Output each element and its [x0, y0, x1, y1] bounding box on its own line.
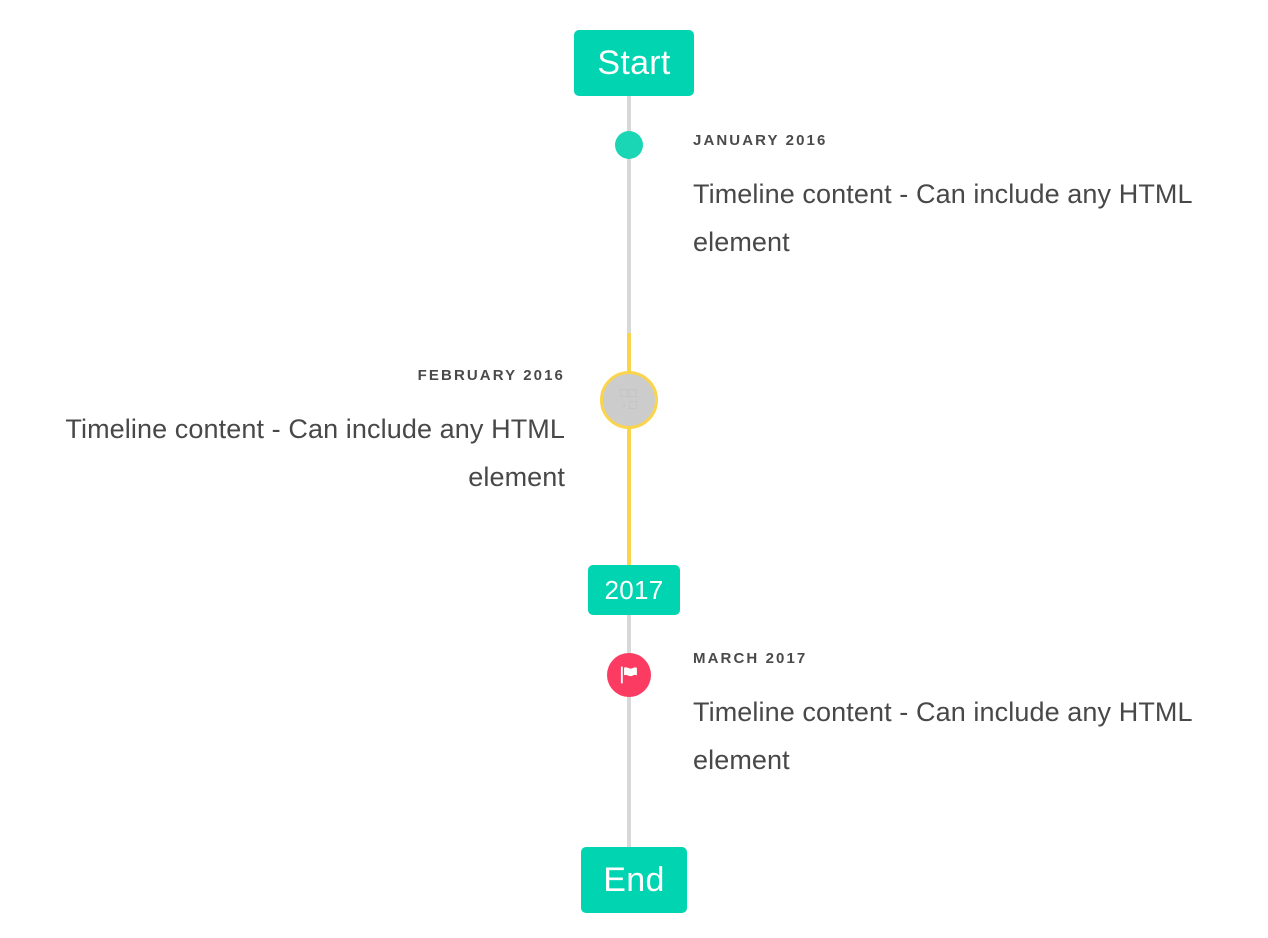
missing-glyph-icon: □□·□ [620, 385, 638, 413]
timeline-rail-yellow [627, 333, 631, 565]
event-label: FEBRUARY 2016 [417, 367, 565, 384]
year-badge[interactable]: 2017 [588, 565, 680, 615]
event-text: Timeline content - Can include any HTML … [693, 697, 1192, 776]
event-text: Timeline content - Can include any HTML … [65, 414, 565, 493]
event-march-2017: MARCH 2017 Timeline content - Can includ… [693, 651, 1219, 784]
timeline-rail-top [627, 95, 631, 333]
end-badge[interactable]: End [581, 847, 687, 913]
event-label: JANUARY 2016 [693, 132, 828, 149]
missing-glyph-marker[interactable]: □□·□ [600, 371, 658, 429]
event-label: MARCH 2017 [693, 650, 808, 667]
event-february-2016: FEBRUARY 2016 Timeline content - Can inc… [39, 368, 565, 501]
flag-icon [620, 666, 637, 684]
timeline-rail-bottom [627, 613, 631, 855]
start-badge[interactable]: Start [574, 30, 694, 96]
dot-marker[interactable] [615, 131, 643, 159]
flag-marker[interactable] [607, 653, 651, 697]
event-text: Timeline content - Can include any HTML … [693, 179, 1192, 258]
event-january-2016: JANUARY 2016 Timeline content - Can incl… [693, 133, 1219, 266]
